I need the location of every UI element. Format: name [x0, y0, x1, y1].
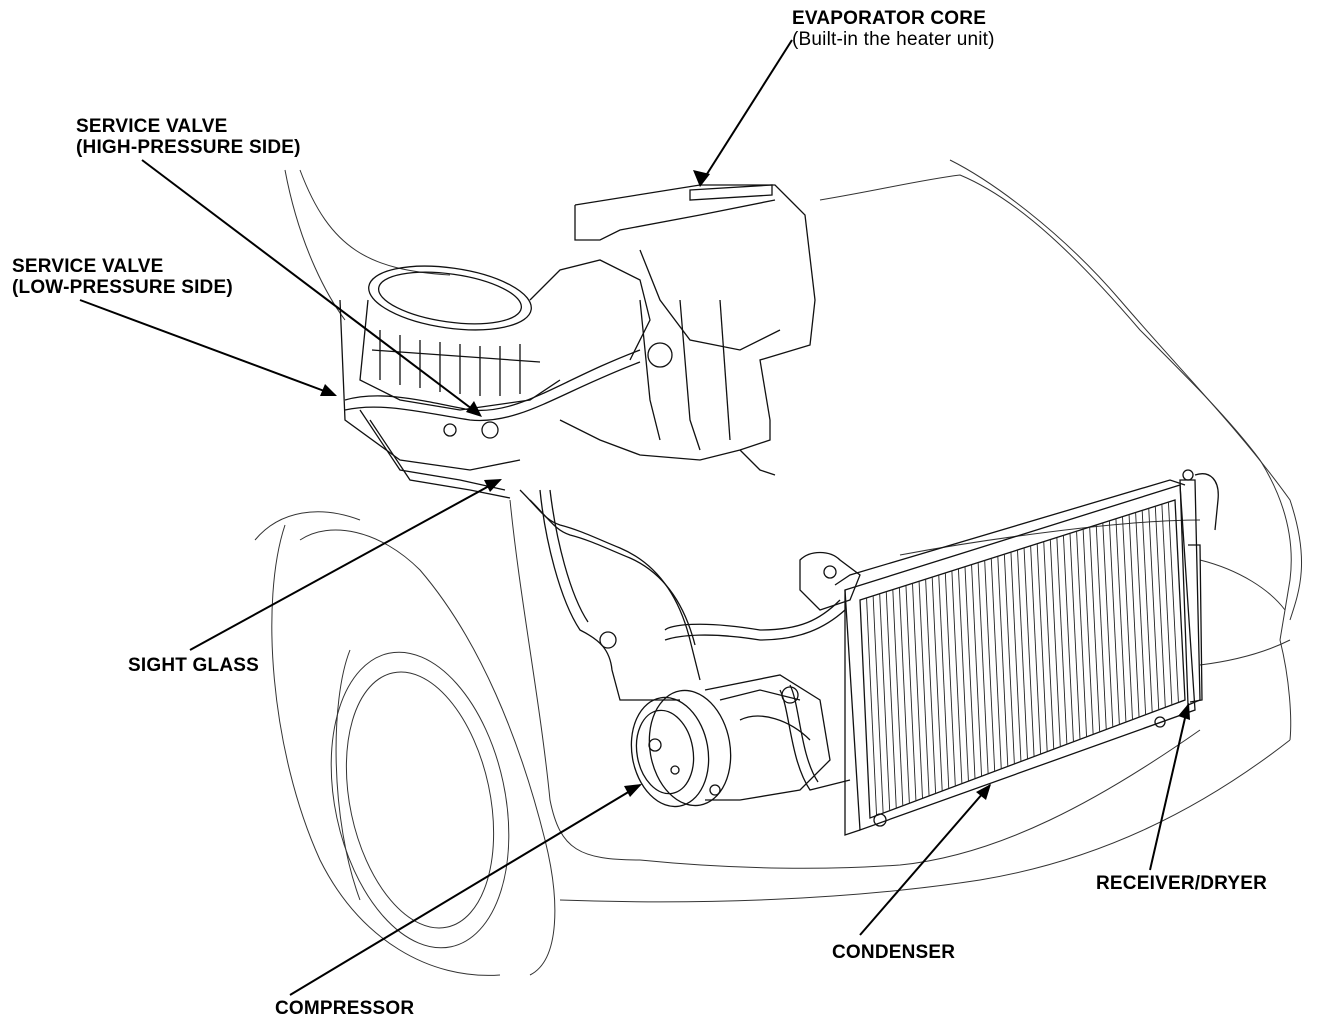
condenser-fin	[1108, 520, 1120, 725]
condenser-fin	[898, 587, 910, 804]
condenser-fin	[1082, 529, 1094, 735]
arrowhead-service-high	[466, 401, 482, 417]
leader-service-valve-low	[79, 299, 336, 396]
evaporator-core-label: EVAPORATOR CORE (Built-in the heater uni…	[792, 8, 995, 50]
condenser-fin	[1062, 535, 1074, 742]
condenser-fin	[951, 570, 963, 784]
compressor-label: COMPRESSOR	[275, 998, 415, 1019]
refrigerant-lines	[519, 489, 851, 791]
vehicle-body-outline	[254, 159, 1303, 976]
leader-compressor	[289, 784, 641, 996]
condenser-fin	[1030, 545, 1042, 755]
condenser-fin	[866, 597, 878, 816]
condenser-fin	[1167, 502, 1179, 703]
condenser-fin	[977, 562, 989, 774]
condenser-fin	[1095, 524, 1107, 730]
heater-unit	[339, 184, 816, 499]
sight-glass-label: SIGHT GLASS	[128, 655, 259, 676]
condenser-fins	[866, 502, 1179, 816]
condenser-fin	[905, 585, 917, 801]
evaporator-core-subtitle: (Built-in the heater unit)	[792, 29, 995, 50]
receiver-dryer-label: RECEIVER/DRYER	[1096, 873, 1268, 894]
condenser-fin	[944, 572, 956, 787]
condenser-fin	[984, 560, 996, 772]
condenser-fin	[938, 574, 950, 789]
arrowhead-evaporator	[693, 170, 710, 187]
condenser-fin	[879, 593, 891, 811]
evaporator-core-title: EVAPORATOR CORE	[792, 8, 987, 29]
condenser-fin	[1069, 533, 1081, 740]
receiver-dryer-illustration	[1179, 469, 1219, 706]
condenser-label: CONDENSER	[832, 942, 956, 963]
condenser-fin	[1102, 522, 1114, 728]
condenser-bracket	[799, 551, 1166, 827]
service-valve-high-line2: (HIGH-PRESSURE SIDE)	[76, 137, 301, 158]
condenser-fin	[1115, 518, 1127, 723]
condenser-fin	[997, 556, 1009, 767]
arrowheads	[320, 170, 1190, 800]
condenser-fin	[918, 581, 930, 796]
arrowhead-condenser	[976, 784, 991, 800]
condenser-fin	[1089, 527, 1101, 732]
leader-lines	[79, 39, 1189, 996]
service-valve-low-label: SERVICE VALVE (LOW-PRESSURE SIDE)	[12, 256, 233, 298]
condenser-fin	[1023, 547, 1035, 757]
condenser-fin	[1043, 541, 1055, 750]
condenser-fin	[1148, 508, 1160, 710]
condenser-fin	[1017, 549, 1028, 760]
condenser-fin	[1036, 543, 1048, 752]
service-valve-high-label: SERVICE VALVE (HIGH-PRESSURE SIDE)	[76, 116, 301, 158]
arrowhead-compressor	[624, 784, 642, 797]
service-valve-low-line1: SERVICE VALVE	[12, 256, 164, 277]
condenser-fin	[1135, 512, 1147, 715]
service-valve-low-line2: (LOW-PRESSURE SIDE)	[12, 277, 233, 298]
condenser-fin	[1049, 539, 1061, 747]
condenser-fin	[885, 591, 897, 809]
condenser-fin	[957, 568, 969, 782]
condenser-fin	[990, 558, 1002, 769]
condenser-fin	[1122, 516, 1133, 720]
condenser-fin	[1141, 510, 1153, 713]
condenser-fin	[925, 579, 937, 794]
condenser-fin	[1076, 531, 1088, 737]
arrowhead-sight-glass	[484, 479, 502, 492]
condenser-fin	[971, 564, 983, 777]
condenser-fin	[964, 566, 976, 779]
condenser-fin	[872, 595, 884, 814]
leader-sight-glass	[189, 479, 501, 651]
leader-service-valve-high	[141, 159, 481, 416]
condenser-fin	[1003, 554, 1015, 764]
arrowhead-service-low	[320, 384, 337, 396]
condenser-fin	[1010, 552, 1022, 762]
service-valve-high-line1: SERVICE VALVE	[76, 116, 228, 137]
condenser-fin	[1056, 537, 1068, 745]
condenser-fin	[892, 589, 904, 806]
condenser-fin	[1128, 514, 1140, 718]
leader-evaporator-core	[699, 39, 793, 186]
compressor-illustration	[630, 674, 831, 808]
leader-receiver-dryer	[1149, 704, 1189, 871]
condenser-fin	[912, 583, 923, 799]
leader-condenser	[859, 784, 991, 936]
condenser-fin	[1161, 504, 1173, 705]
condenser-fin	[931, 577, 943, 791]
condenser-fin	[1154, 506, 1166, 708]
arrowhead-receiver	[1178, 703, 1190, 720]
